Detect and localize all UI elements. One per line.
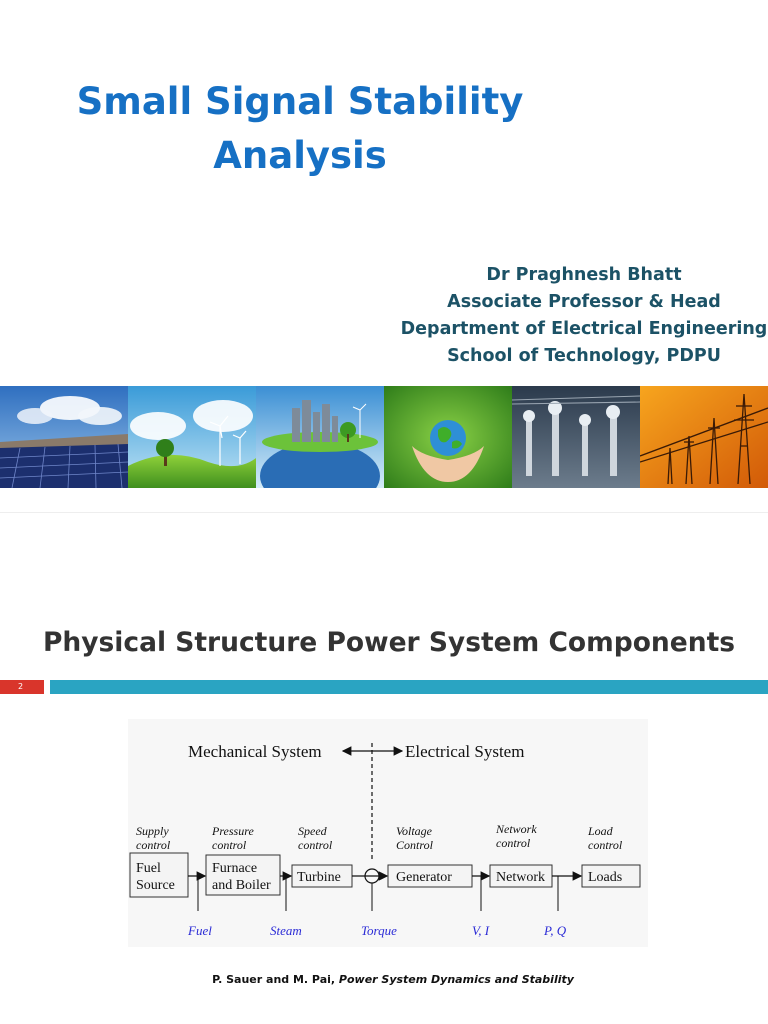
control-label-load-2: control xyxy=(588,838,623,852)
control-label-network-2: control xyxy=(496,836,531,850)
page-number: 2 xyxy=(0,680,44,694)
author-name: Dr Praghnesh Bhatt xyxy=(486,265,682,285)
generator-label: Generator xyxy=(396,870,452,885)
control-label-pressure-1: Pressure xyxy=(211,824,254,838)
control-label-voltage-1: Voltage xyxy=(396,824,433,838)
fuel-source-label-2: Source xyxy=(136,878,175,893)
torque-signal-label: Torque xyxy=(361,923,397,938)
control-label-supply-1: Supply xyxy=(136,824,169,838)
components-slide: Physical Structure Power System Componen… xyxy=(0,512,768,1024)
title-line-2: Analysis xyxy=(213,134,387,177)
title-slide: Small Signal Stability Analysis Dr Pragh… xyxy=(0,75,768,488)
network-label: Network xyxy=(496,870,545,885)
mechanical-system-label: Mechanical System xyxy=(188,742,322,761)
wind-turbine-hills-image xyxy=(128,386,256,488)
substation-image xyxy=(512,386,640,488)
vi-signal-label: V, I xyxy=(472,923,490,938)
steam-signal-label: Steam xyxy=(270,923,302,938)
control-label-load-1: Load xyxy=(587,824,614,838)
author-department: Department of Electrical Engineering xyxy=(400,319,768,339)
green-city-globe-image xyxy=(256,386,384,488)
electrical-system-label: Electrical System xyxy=(405,742,524,761)
accent-bar xyxy=(50,680,768,694)
furnace-label-2: and Boiler xyxy=(212,878,271,893)
slide2-title: Physical Structure Power System Componen… xyxy=(42,627,736,658)
control-label-network-1: Network xyxy=(495,822,537,836)
page-bar: 2 xyxy=(0,680,768,694)
control-label-pressure-2: control xyxy=(212,838,247,852)
author-school: School of Technology, PDPU xyxy=(447,346,721,366)
fuel-signal-label: Fuel xyxy=(187,923,212,938)
fuel-source-block xyxy=(129,852,189,898)
hands-earth-image xyxy=(384,386,512,488)
control-label-speed-2: control xyxy=(298,838,333,852)
author-block: Dr Praghnesh Bhatt Associate Professor &… xyxy=(400,262,768,370)
title-line-1: Small Signal Stability xyxy=(76,80,524,123)
loads-label: Loads xyxy=(588,870,622,885)
solar-panels-image xyxy=(0,386,128,488)
fuel-source-label-1: Fuel xyxy=(136,861,161,876)
power-system-diagram: Mechanical System Electrical System Supp… xyxy=(128,719,648,947)
author-position: Associate Professor & Head xyxy=(447,292,721,312)
turbine-label: Turbine xyxy=(297,870,341,885)
slide-title: Small Signal Stability Analysis xyxy=(60,75,540,183)
citation: P. Sauer and M. Pai, Power System Dynami… xyxy=(0,973,768,986)
block-diagram-svg: Mechanical System Electrical System Supp… xyxy=(129,742,641,938)
furnace-label-1: Furnace xyxy=(212,861,257,876)
energy-image-banner xyxy=(0,386,768,488)
control-label-voltage-2: Control xyxy=(396,838,434,852)
pq-signal-label: P, Q xyxy=(543,923,567,938)
citation-authors: P. Sauer and M. Pai, xyxy=(212,973,339,986)
control-label-speed-1: Speed xyxy=(298,824,328,838)
transmission-towers-image xyxy=(640,386,768,488)
control-label-supply-2: control xyxy=(136,838,171,852)
citation-book: Power System Dynamics and Stability xyxy=(338,973,574,986)
